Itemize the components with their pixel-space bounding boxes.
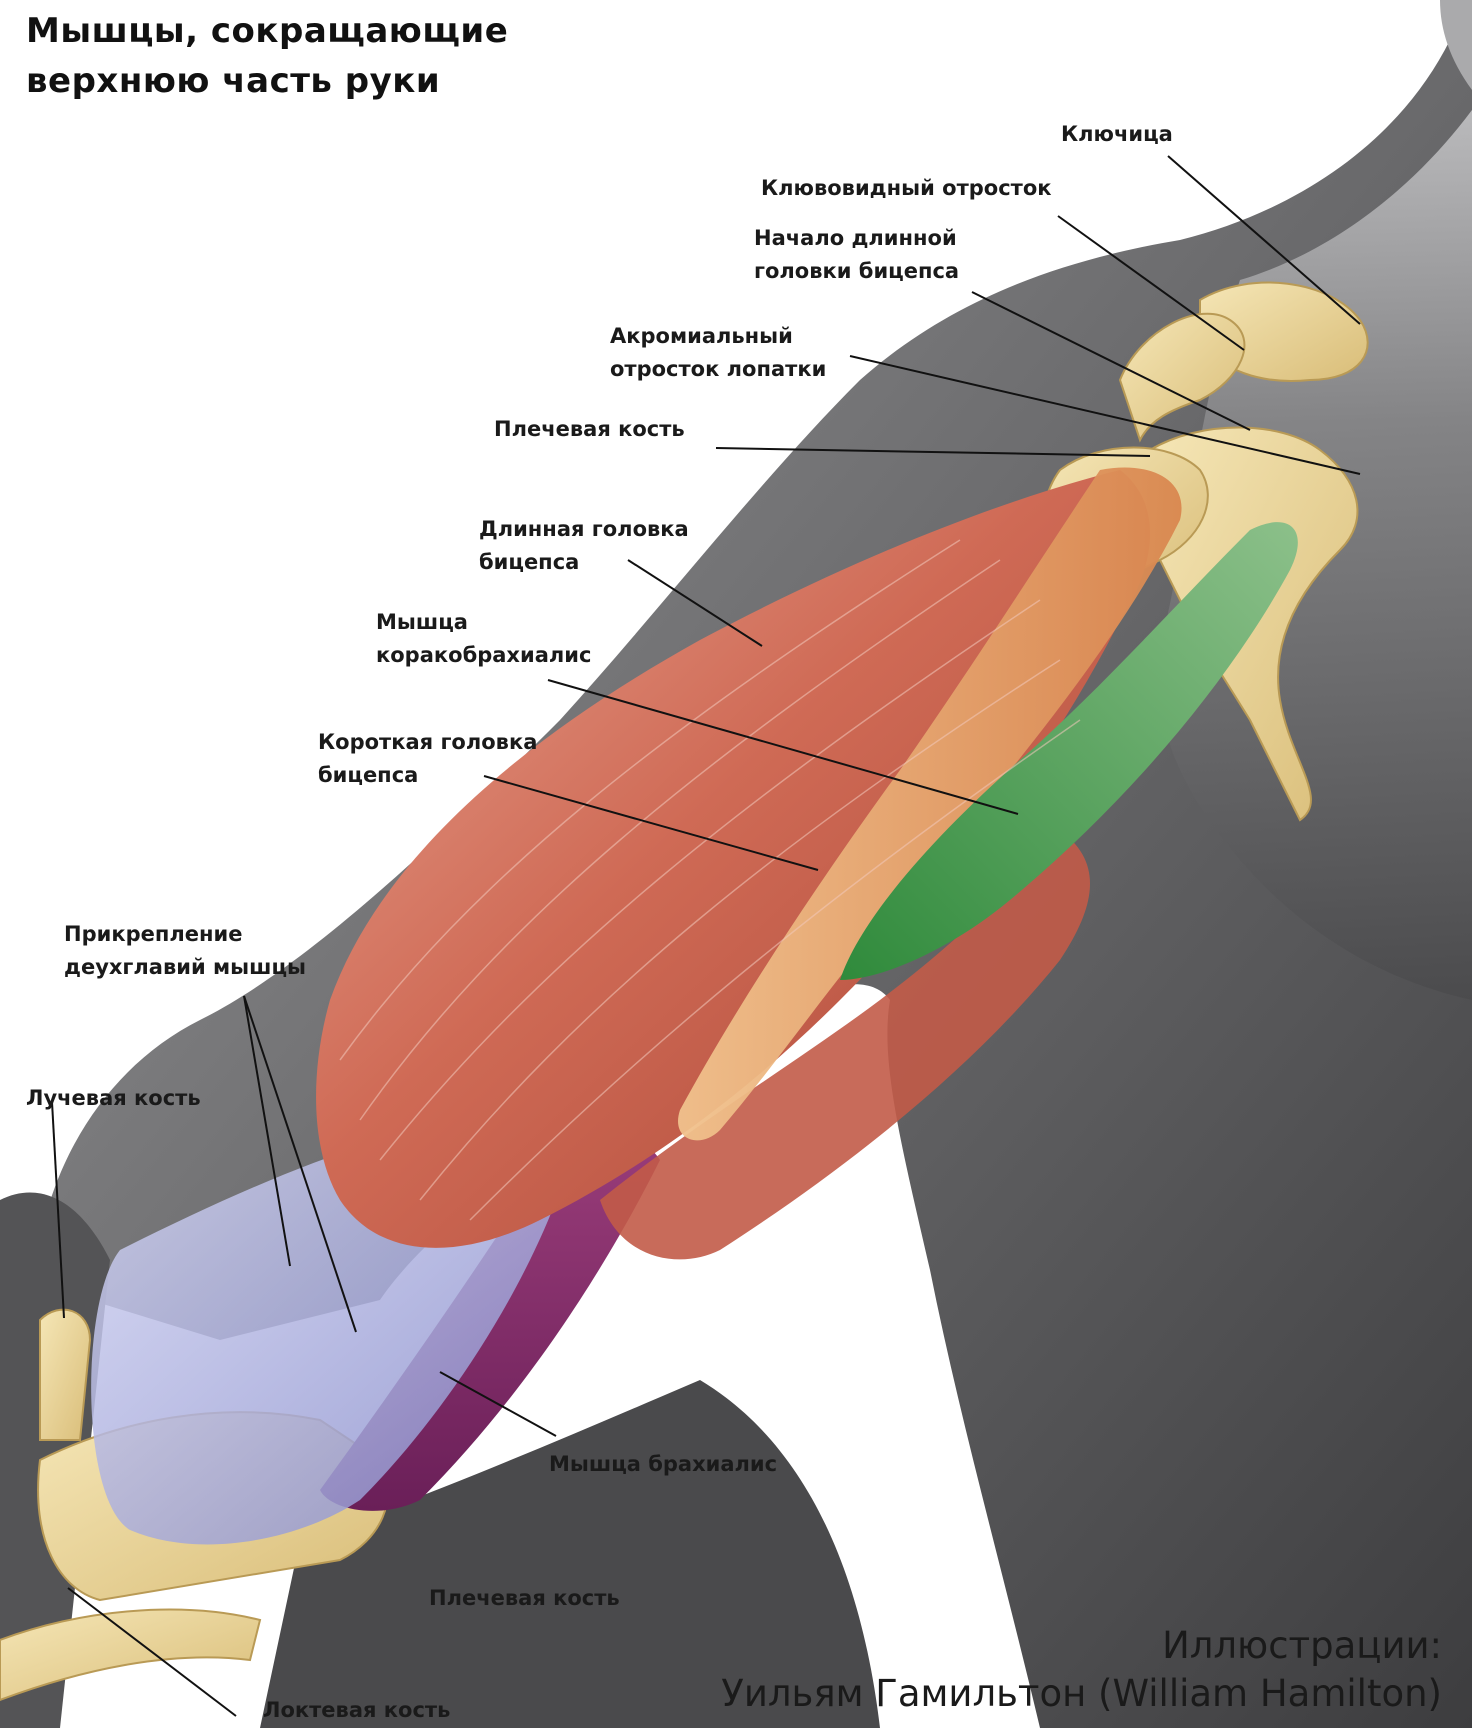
credit-line-1: Иллюстрации: xyxy=(1162,1624,1442,1667)
title-line-2: верхнюю часть руки xyxy=(26,61,441,101)
leader-lines xyxy=(51,155,1361,1717)
short-head-biceps xyxy=(678,467,1182,1141)
label-coracobrachialis-line-1: Мышца xyxy=(376,610,468,634)
label-short-head: Короткая головка бицепса xyxy=(318,726,537,792)
label-humerus-top: Плечевая кость xyxy=(494,413,685,446)
label-long-head-line-1: Длинная головка xyxy=(479,517,689,541)
label-coracoid-process-text: Клювовидный отросток xyxy=(761,176,1052,200)
label-acromion: Акромиальный отросток лопатки xyxy=(610,320,826,386)
label-clavicle-text: Ключица xyxy=(1061,122,1173,146)
label-short-head-line-1: Короткая головка xyxy=(318,730,538,754)
label-coracoid-process: Клювовидный отросток xyxy=(761,172,1052,205)
credit-line-2: Уильям Гамильтон (William Hamilton) xyxy=(721,1672,1442,1715)
label-biceps-insertion-line-1: Прикрепление xyxy=(64,922,243,946)
label-long-head: Длинная головка бицепса xyxy=(479,513,689,579)
title-line-1: Мышцы, сокращающие xyxy=(26,11,509,51)
biceps-muscle xyxy=(316,470,1150,1260)
label-radius-text: Лучевая кость xyxy=(26,1086,201,1110)
label-long-head-origin-line-1: Начало длинной xyxy=(754,226,957,250)
illustration-credit: Иллюстрации: Уильям Гамильтон (William H… xyxy=(721,1622,1442,1718)
label-biceps-insertion: Прикрепление деухглавий мышцы xyxy=(64,918,306,984)
label-acromion-line-2: отросток лопатки xyxy=(610,357,827,381)
label-short-head-line-2: бицепса xyxy=(318,763,419,787)
label-humerus-bottom: Плечевая кость xyxy=(429,1582,620,1615)
label-coracobrachialis-line-2: коракобрахиалис xyxy=(376,643,592,667)
label-biceps-insertion-line-2: деухглавий мышцы xyxy=(64,955,307,979)
muscle-fibers xyxy=(339,539,1081,1221)
label-long-head-origin: Начало длинной головки бицепса xyxy=(754,222,959,288)
label-long-head-line-2: бицепса xyxy=(479,550,580,574)
label-humerus-bottom-text: Плечевая кость xyxy=(429,1586,620,1610)
label-radius: Лучевая кость xyxy=(26,1082,201,1115)
label-brachialis: Мышца брахиалис xyxy=(549,1448,777,1481)
label-coracobrachialis: Мышца коракобрахиалис xyxy=(376,606,591,672)
label-ulna-text: Локтевая кость xyxy=(263,1698,451,1722)
coracobrachialis-muscle xyxy=(840,522,1298,980)
label-brachialis-text: Мышца брахиалис xyxy=(549,1452,778,1476)
label-clavicle: Ключица xyxy=(1061,118,1173,151)
label-humerus-top-text: Плечевая кость xyxy=(494,417,685,441)
label-acromion-line-1: Акромиальный xyxy=(610,324,793,348)
label-long-head-origin-line-2: головки бицепса xyxy=(754,259,960,283)
label-ulna: Локтевая кость xyxy=(263,1694,450,1727)
page-title: Мышцы, сокращающие верхнюю часть руки xyxy=(26,6,508,106)
